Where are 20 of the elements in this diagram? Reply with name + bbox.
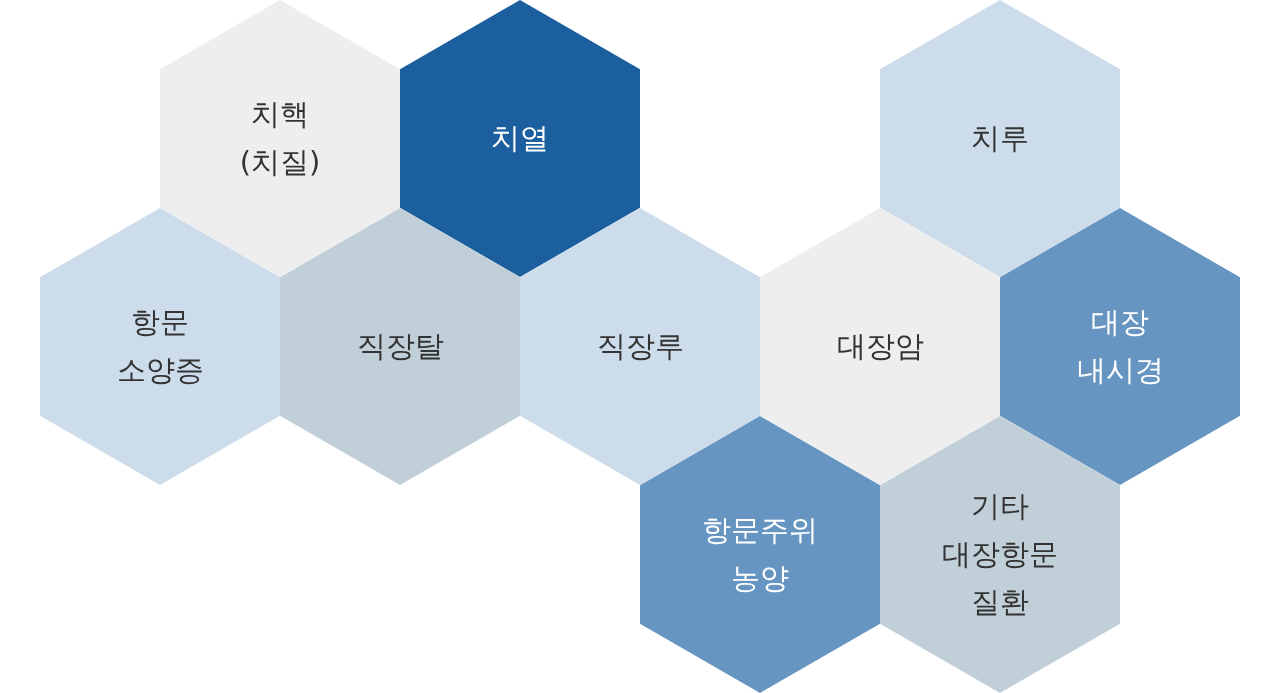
hexagon-label: 직장탈 bbox=[355, 328, 445, 365]
hexagon bbox=[880, 415, 1120, 693]
hexagon-label: 항문주위 농양 bbox=[701, 512, 819, 597]
hexagon-label: 치루 bbox=[970, 120, 1030, 157]
hexagon-label: 대장암 bbox=[835, 328, 925, 365]
hexagon-label: 항문 소양증 bbox=[115, 304, 205, 389]
hexagon bbox=[40, 207, 280, 485]
hexagon-label: 직장루 bbox=[595, 328, 685, 365]
hexagon bbox=[760, 207, 1000, 485]
hexagon bbox=[880, 0, 1120, 277]
hexagon bbox=[520, 207, 760, 485]
hexagon-label: 대장 내시경 bbox=[1075, 304, 1165, 389]
hexagon bbox=[280, 207, 520, 485]
hexagon bbox=[1000, 207, 1240, 485]
hexagon-label: 기타 대장항문 질환 bbox=[941, 488, 1059, 621]
hexagon-label: 치열 bbox=[490, 120, 550, 157]
hexagon bbox=[400, 0, 640, 277]
hexagon bbox=[160, 0, 400, 277]
hexagon bbox=[640, 415, 880, 693]
hexagon-label: 치핵 (치질) bbox=[238, 96, 322, 181]
